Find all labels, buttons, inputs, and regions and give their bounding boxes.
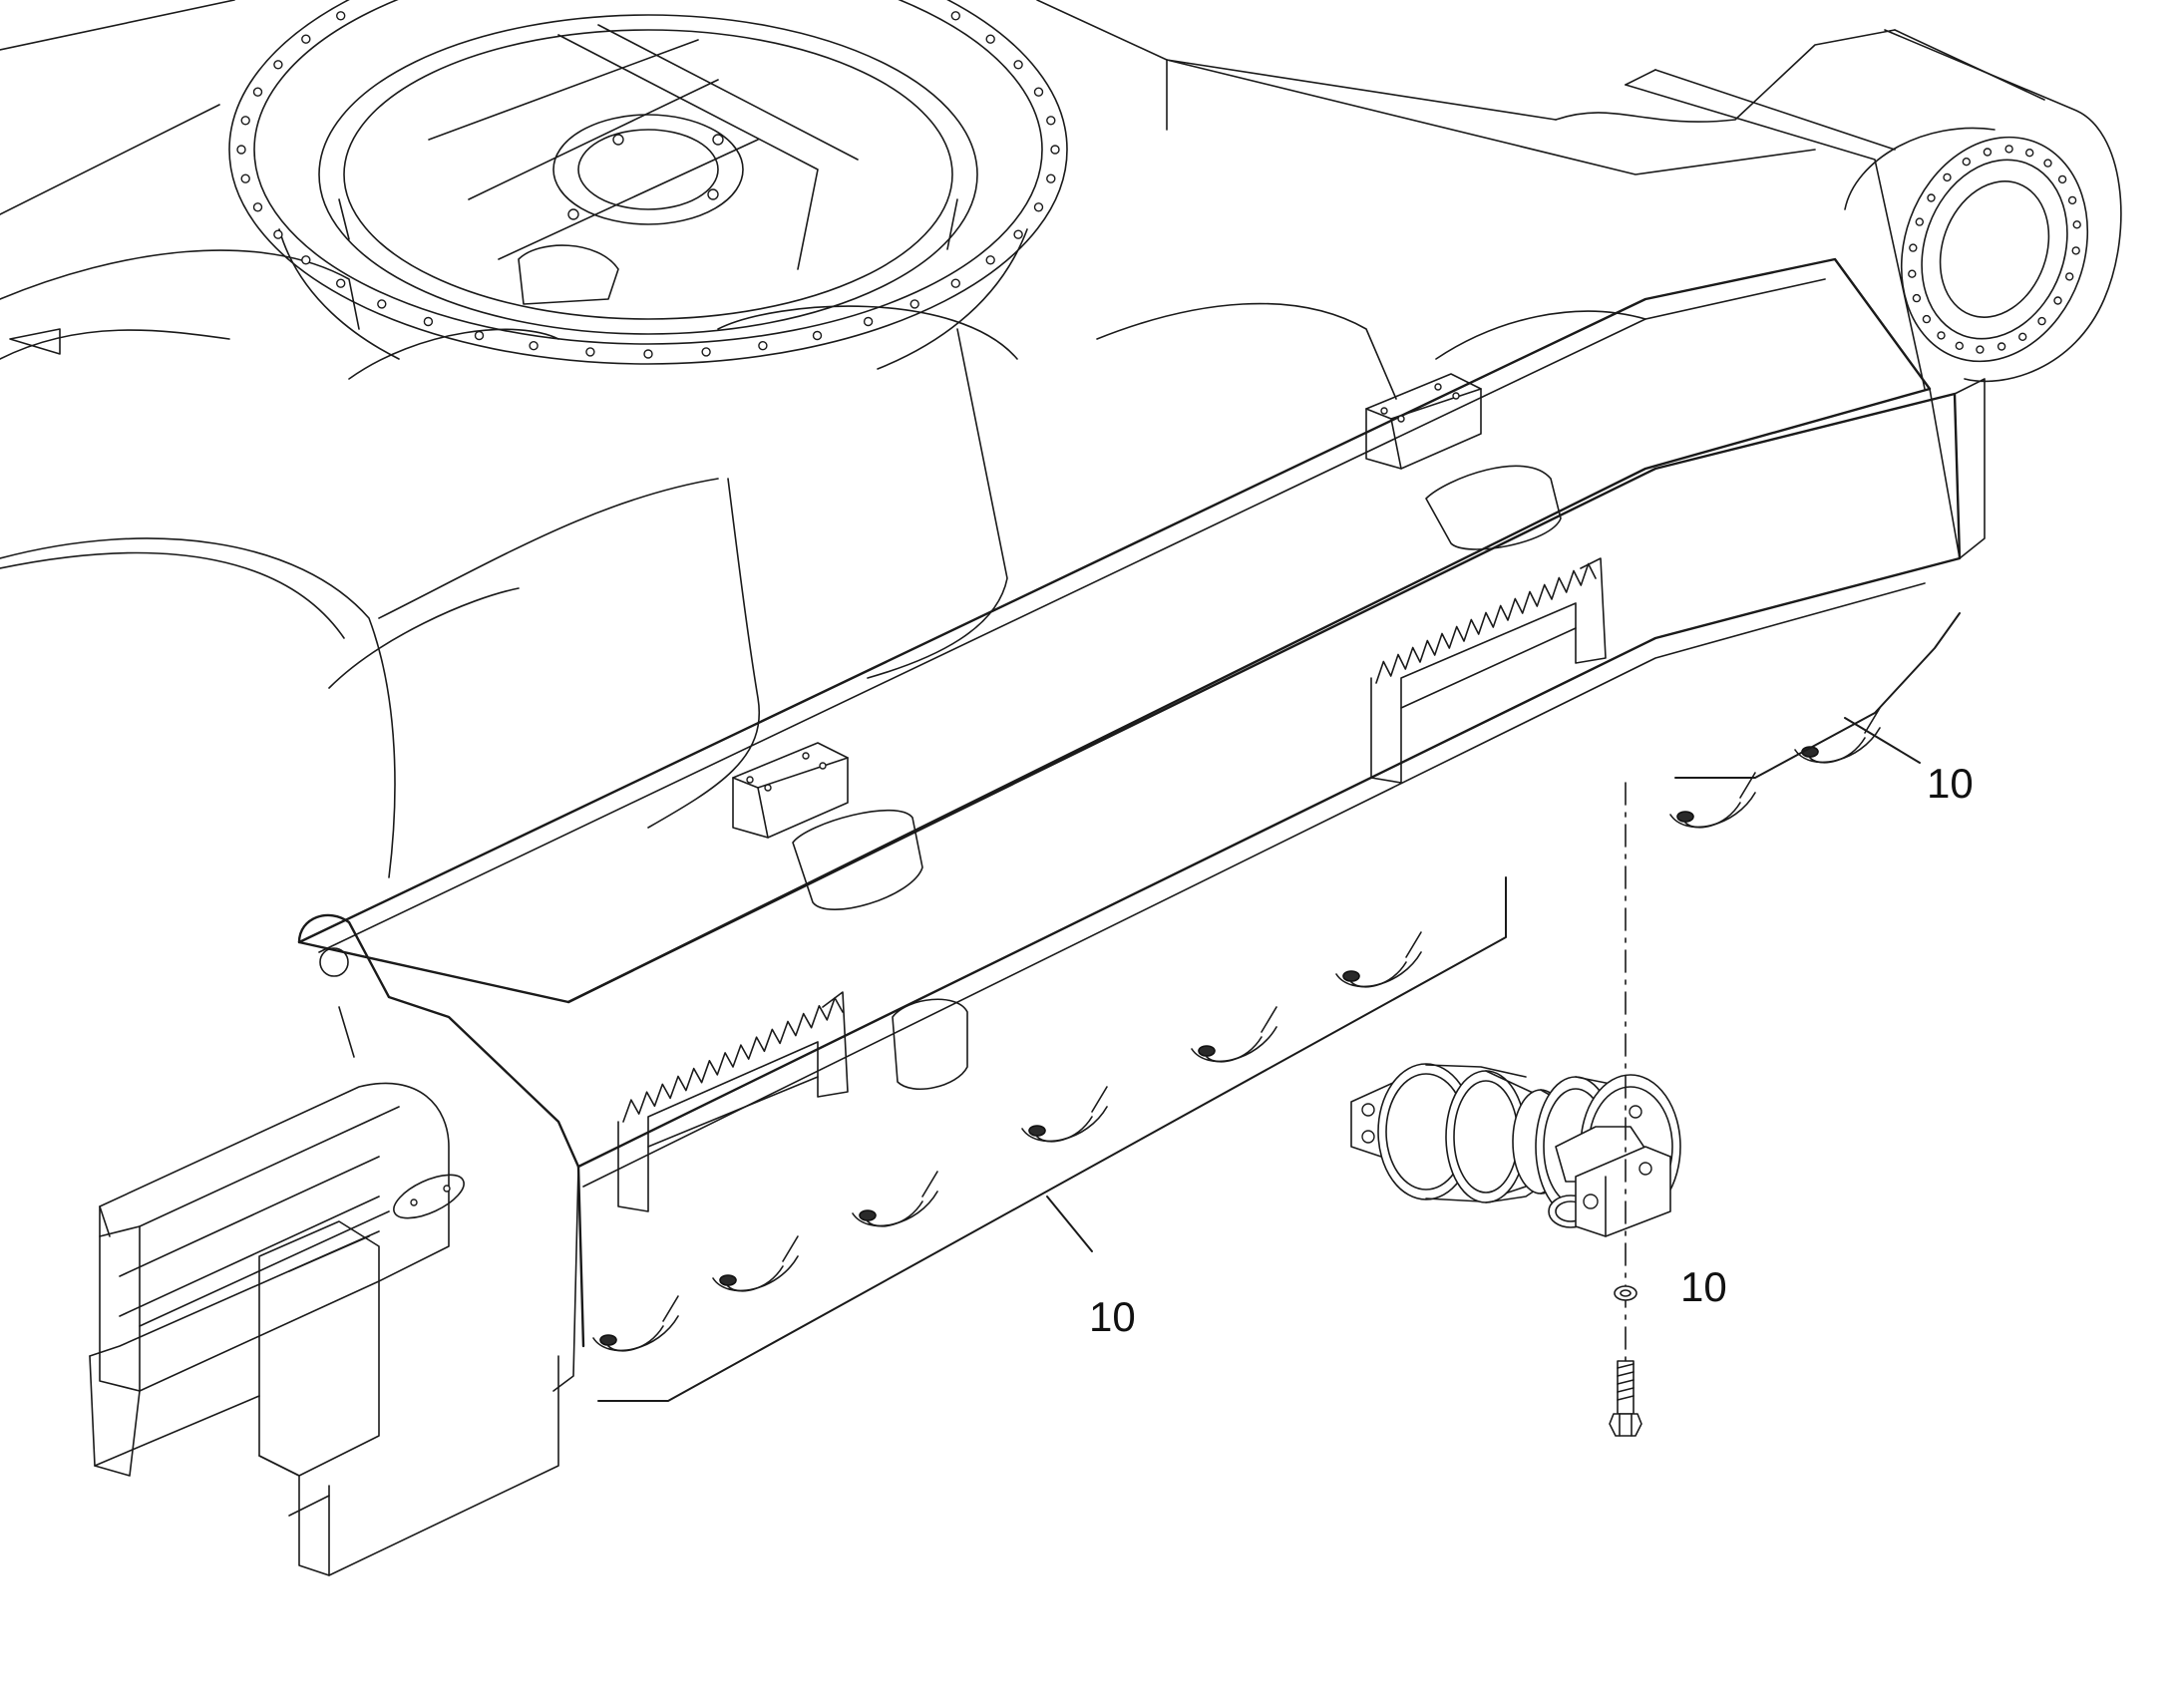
callout-bracket-right — [1674, 612, 1961, 779]
bolt-hole — [1908, 269, 1917, 278]
callout-leader-right — [1844, 717, 1921, 764]
callout-bracket-middle — [597, 876, 1507, 1402]
bolt-hole — [2057, 174, 2067, 184]
swing-bearing-ring — [228, 0, 1068, 370]
bolt-hole — [2037, 316, 2046, 326]
bolt-hole — [2017, 332, 2027, 341]
track-roller — [852, 1171, 938, 1227]
mounting-bolt — [1609, 1360, 1642, 1437]
bolt-hole — [1013, 229, 1023, 239]
bolt-hole — [301, 34, 311, 44]
bolt-hole — [273, 60, 283, 70]
bolt-hole — [909, 299, 919, 309]
callout-label-roller: 10 — [1680, 1263, 1727, 1310]
bolt-hole — [2072, 220, 2081, 229]
bolt-hole — [1050, 145, 1060, 155]
bolt-hole — [1997, 342, 2006, 351]
bolt-hole — [1955, 341, 1965, 350]
bearing-bolt-holes — [236, 11, 1060, 359]
bolt-hole — [252, 87, 263, 97]
bolt-hole — [252, 202, 263, 212]
track-roller — [1021, 1086, 1108, 1143]
bolt-hole — [2067, 195, 2077, 205]
bolt-hole — [585, 347, 595, 357]
bolt-hole — [474, 330, 485, 341]
bolt-hole — [1046, 173, 1056, 183]
bolt-hole — [2004, 145, 2013, 154]
bolt-hole — [301, 255, 311, 265]
bolt-hole — [950, 11, 960, 21]
bolt-hole — [377, 299, 387, 309]
bolt-hole — [1922, 314, 1932, 324]
track-roller — [592, 1295, 679, 1352]
bolt-hole — [240, 173, 250, 183]
bolt-hole — [236, 145, 246, 155]
final-drive-housing — [1844, 29, 2122, 383]
bolt-hole — [1962, 157, 1972, 167]
track-roller-assembly — [1350, 1063, 1681, 1237]
bolt-hole — [1909, 243, 1918, 252]
bolt-hole — [2043, 159, 2052, 168]
drive-bolt-holes — [1908, 145, 2081, 354]
bolt-hole — [950, 278, 960, 288]
bolt-hole — [240, 116, 250, 126]
bolt-hole — [701, 347, 711, 357]
bolt-hole — [1915, 217, 1925, 226]
bolt-hole — [423, 316, 434, 327]
bolt-hole — [1927, 193, 1936, 202]
bolt-hole — [863, 316, 874, 327]
bolt-hole — [1943, 172, 1952, 182]
callout-label-right: 10 — [1927, 760, 1974, 807]
bolt-hole — [273, 229, 283, 239]
bolt-hole — [1976, 345, 1985, 354]
track-frame-beam — [89, 69, 1986, 1576]
track-roller — [1191, 1006, 1277, 1063]
bolt-hole — [336, 11, 346, 21]
leader-lines — [597, 612, 1961, 1402]
bolt-hole — [336, 278, 346, 288]
bolt-hole — [1013, 60, 1023, 70]
washer — [1614, 1285, 1637, 1301]
bolt-hole — [812, 330, 823, 341]
bolt-hole — [1912, 293, 1922, 303]
bolt-hole — [1937, 331, 1946, 340]
track-roller — [712, 1235, 799, 1292]
callout-label-middle: 10 — [1089, 1293, 1136, 1340]
bolt-hole — [1033, 202, 1044, 212]
bolt-hole — [758, 341, 768, 351]
callout-leader-middle — [1046, 1196, 1093, 1252]
track-roller — [1669, 772, 1756, 829]
bolt-hole — [2071, 246, 2080, 255]
bolt-hole — [643, 349, 653, 359]
track-guide-rack — [617, 991, 849, 1212]
track-roller-row — [592, 707, 1881, 1352]
bolt-hole — [1046, 116, 1056, 126]
center-frame — [0, 0, 2045, 878]
bolt-hole — [529, 341, 539, 351]
bolt-hole — [985, 34, 995, 44]
bolt-hole — [985, 255, 995, 265]
track-roller — [1335, 931, 1422, 988]
bolt-hole — [2024, 148, 2034, 158]
bolt-hole — [2053, 296, 2062, 305]
track-roller — [1794, 707, 1881, 764]
bolt-hole — [1033, 87, 1044, 97]
bolt-hole — [1983, 148, 1993, 157]
track-guide-rack — [1370, 557, 1607, 784]
bolt-hole — [2064, 272, 2074, 281]
